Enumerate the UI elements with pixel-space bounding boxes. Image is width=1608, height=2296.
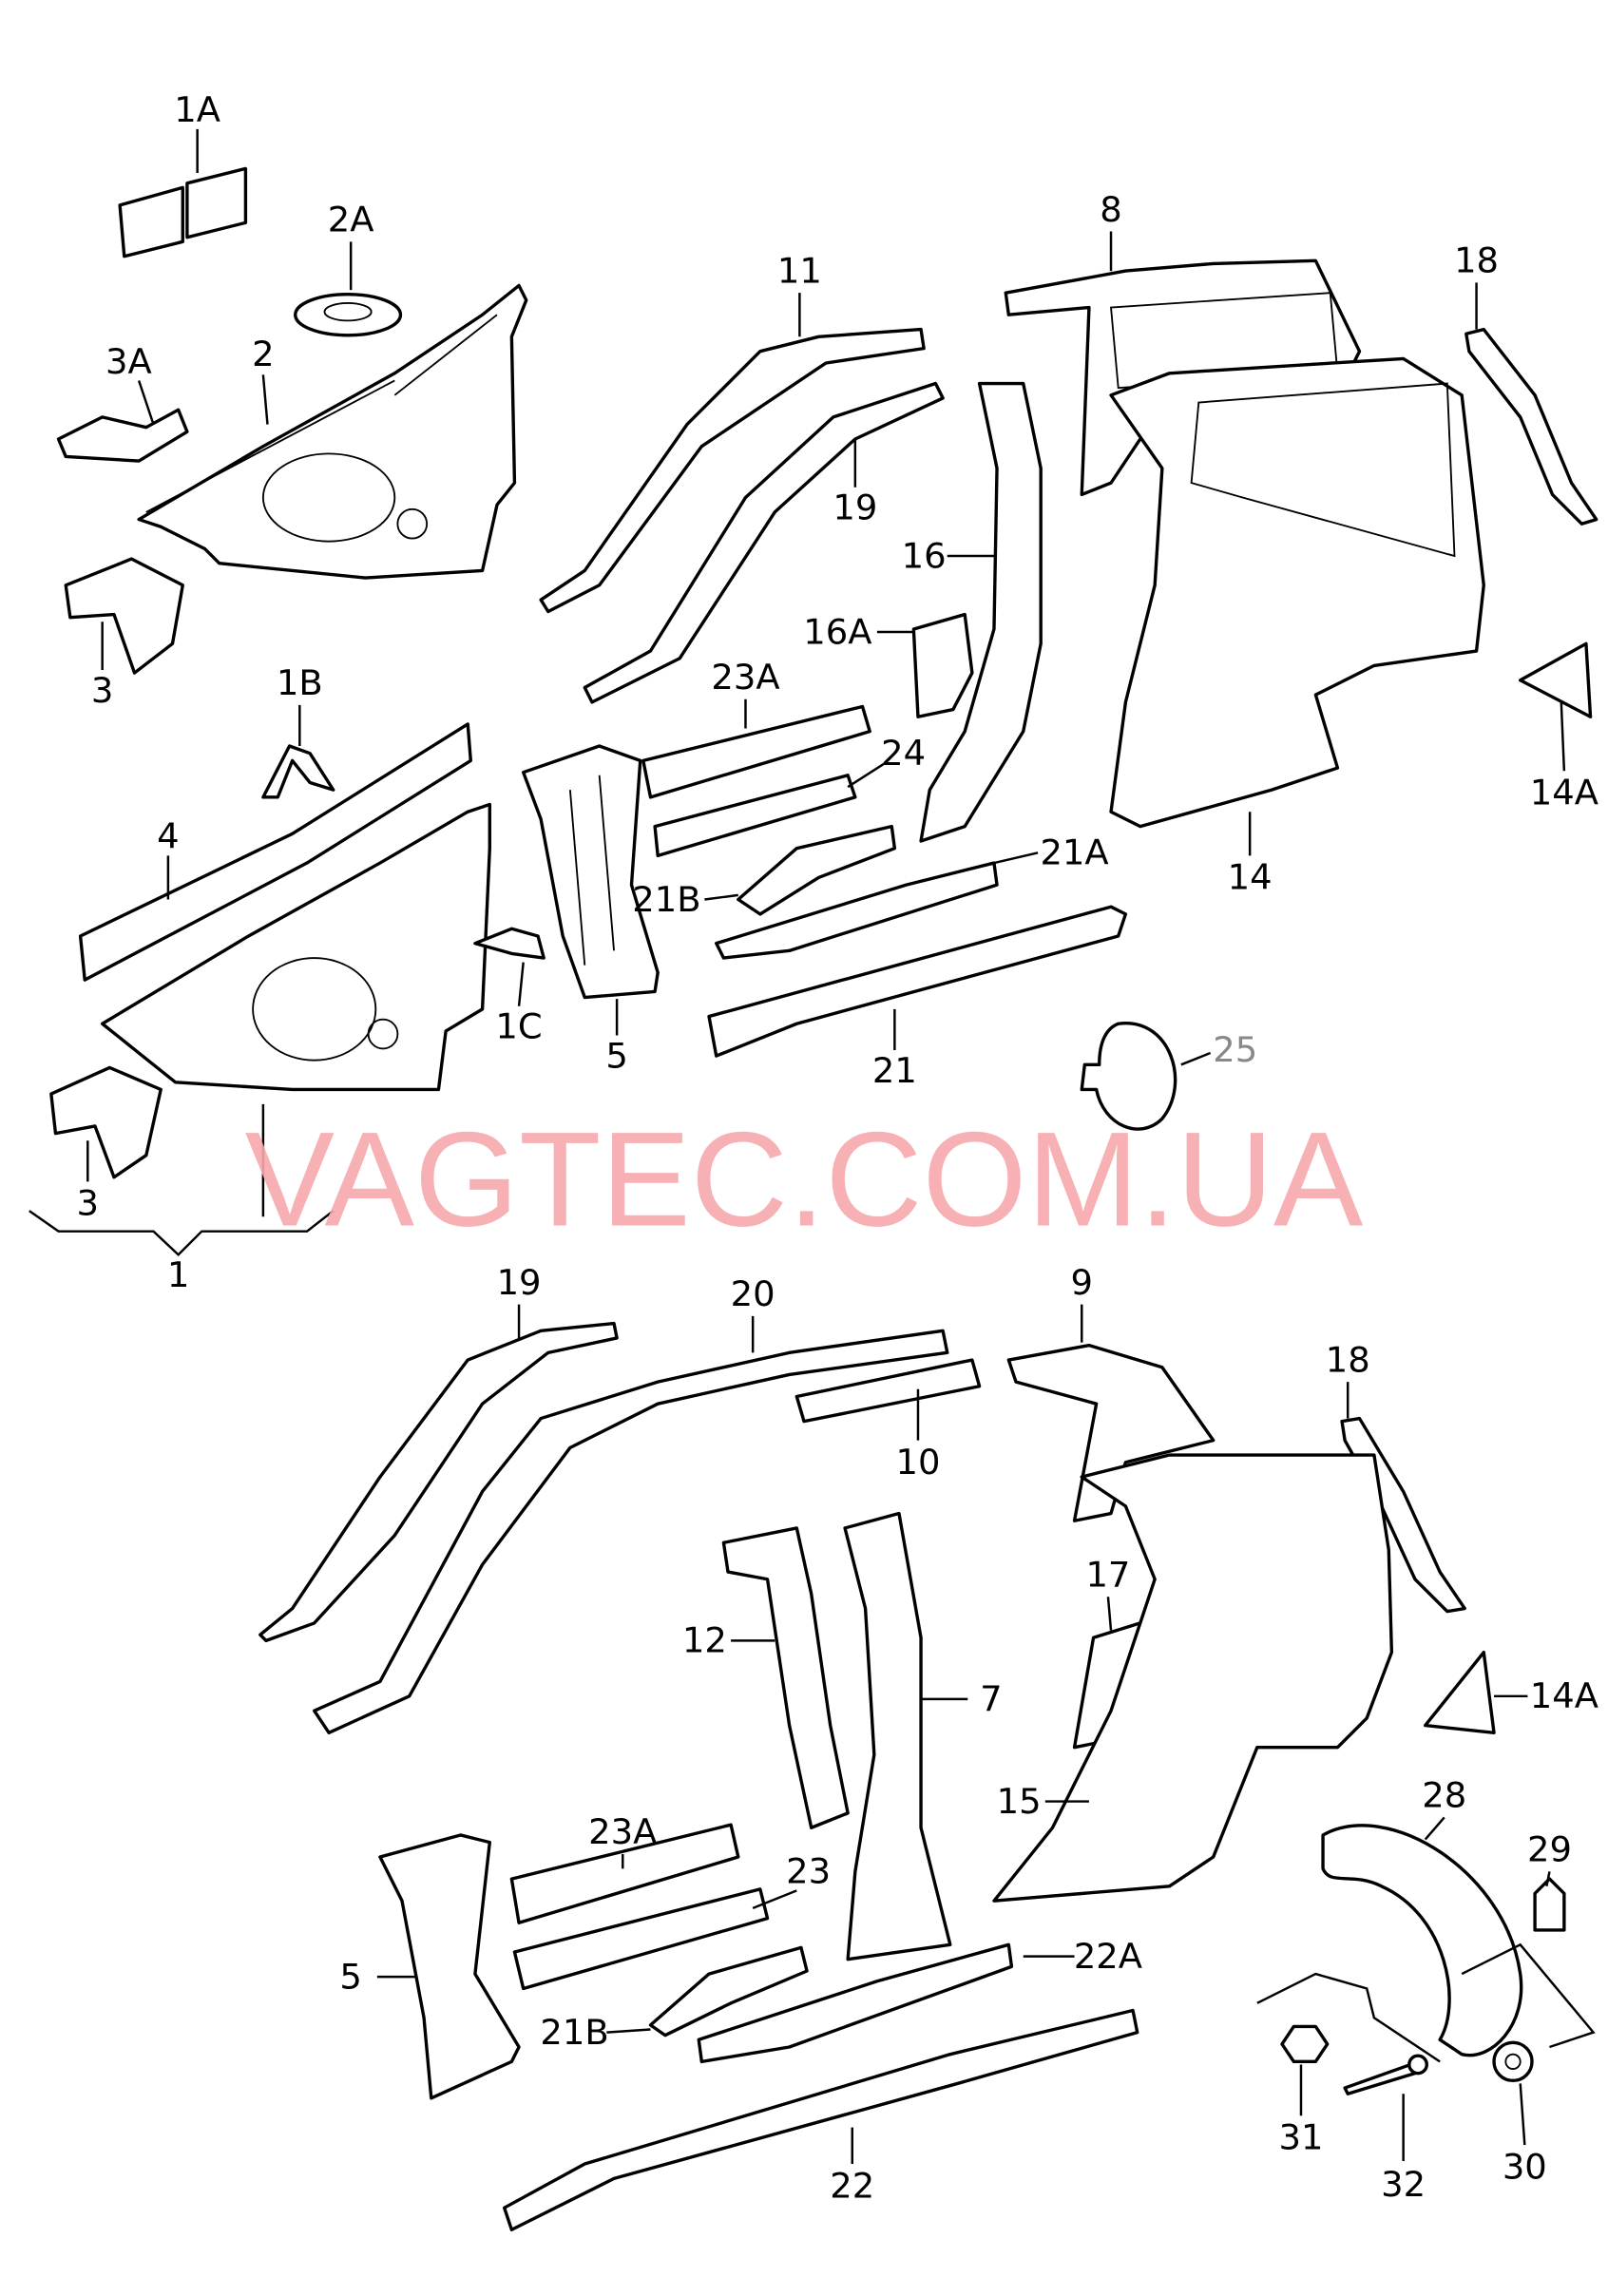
part-30-screw: [1492, 2040, 1534, 2083]
part-5-a-pillar-lower: [521, 744, 660, 1000]
label-30: 30: [1503, 2146, 1547, 2187]
label-1A: 1A: [174, 89, 220, 130]
part-4-longitudinal-member: [78, 722, 472, 982]
label-8: 8: [1100, 189, 1121, 230]
label-14: 14: [1228, 857, 1273, 898]
part-10-reinforcement: [794, 1358, 982, 1424]
part-21A-sill-inner-rear: [715, 861, 999, 960]
part-23-sill-inner-lower: [512, 1887, 770, 1991]
label-23: 23: [786, 1851, 831, 1892]
part-21-sill-panel: [707, 905, 1128, 1058]
leader-lines: [29, 128, 1596, 2165]
part-28-wheel-housing-liner: [1321, 1824, 1523, 2057]
part-23A-sill-reinforcement-lower: [509, 1823, 740, 1924]
part-20-roof-side-rail: [313, 1329, 949, 1734]
part-12-b-pillar-inner: [721, 1526, 850, 1829]
label-10: 10: [895, 1442, 940, 1483]
part-19-lower: [258, 1321, 619, 1643]
label-2: 2: [252, 334, 274, 374]
label-5-lower: 5: [339, 1956, 361, 1997]
label-20: 20: [731, 1273, 775, 1314]
label-21B-lower: 21B: [540, 2012, 608, 2053]
part-3-bracket-lower: [49, 1065, 163, 1179]
label-14A: 14A: [1530, 773, 1598, 813]
part-32-screw: [1343, 2054, 1428, 2095]
part-16A-reinforcement: [911, 612, 974, 718]
part-29-clip: [1533, 1877, 1566, 1932]
label-29: 29: [1527, 1829, 1572, 1870]
label-22: 22: [830, 2165, 874, 2206]
label-17: 17: [1085, 1554, 1130, 1595]
label-24: 24: [881, 733, 926, 774]
part-14A-gusset-lower: [1424, 1650, 1496, 1734]
label-23A: 23A: [711, 657, 779, 698]
label-1: 1: [167, 1254, 189, 1295]
part-1B-clip: [261, 744, 335, 799]
part-3A-bracket: [56, 408, 189, 463]
label-3A: 3A: [105, 341, 152, 382]
label-12: 12: [682, 1620, 727, 1661]
label-16: 16: [902, 535, 947, 576]
part-31-nut: [1280, 2024, 1330, 2064]
part-2-wheel-housing-front: [137, 283, 528, 580]
watermark: VAGTEC.COM.UA: [245, 1104, 1364, 1254]
part-21B-bracket: [737, 824, 897, 916]
label-14A-lower: 14A: [1530, 1675, 1598, 1716]
label-4: 4: [157, 816, 179, 857]
part-1-wheel-housing-assembly: [100, 802, 491, 1092]
part-1C-bracket: [473, 927, 546, 960]
part-24-sill-inner: [653, 774, 857, 858]
part-21B-bracket-lower: [648, 1945, 809, 2038]
label-11: 11: [777, 250, 822, 291]
label-28: 28: [1422, 1775, 1466, 1816]
part-2A-grommet: [294, 293, 403, 337]
label-15: 15: [997, 1781, 1042, 1822]
part-25-fuel-filler-flap: [1080, 1022, 1177, 1131]
part-1A-sealing-patch: [118, 166, 248, 258]
label-23A-lower: 23A: [588, 1811, 657, 1852]
position-labels: 1A 2A 3A 2 3 1B 4 1C 5 3 1 11 19 8 18 16…: [77, 89, 1598, 2206]
label-19-lower: 19: [497, 1262, 542, 1303]
label-1B: 1B: [277, 662, 323, 703]
label-25: 25: [1213, 1029, 1257, 1070]
label-21A: 21A: [1040, 832, 1108, 873]
label-5: 5: [605, 1035, 627, 1076]
part-22A-sill-inner-rear: [697, 1942, 1014, 2064]
label-18-lower: 18: [1326, 1339, 1370, 1380]
part-16-b-pillar: [919, 381, 1043, 843]
part-23A-sill-reinforcement: [641, 704, 871, 799]
part-7-b-pillar: [843, 1511, 952, 1961]
part-3-bracket-upper: [64, 557, 184, 675]
label-21B: 21B: [632, 879, 700, 920]
label-18: 18: [1454, 240, 1499, 281]
label-31: 31: [1278, 2117, 1323, 2158]
label-7: 7: [980, 1678, 1002, 1719]
label-16A: 16A: [803, 611, 871, 652]
label-3: 3: [91, 670, 113, 711]
part-19-upper-inner-frame: [583, 381, 945, 704]
part-15-side-panel: [992, 1453, 1394, 1903]
label-1C: 1C: [495, 1006, 542, 1047]
part-22-sill-panel: [502, 2008, 1139, 2231]
label-3-lower: 3: [77, 1183, 99, 1224]
part-14A-gusset: [1519, 641, 1593, 718]
label-21: 21: [872, 1050, 917, 1091]
part-11-roof-frame: [539, 327, 926, 614]
part-5-a-pillar-lower-2: [378, 1833, 521, 2100]
label-9: 9: [1071, 1262, 1093, 1303]
label-19: 19: [833, 488, 877, 528]
part-14-side-panel: [1109, 356, 1485, 829]
label-2A: 2A: [328, 200, 374, 240]
label-32: 32: [1381, 2164, 1426, 2205]
part-18-strip: [1464, 327, 1598, 526]
label-22A: 22A: [1074, 1936, 1142, 1977]
